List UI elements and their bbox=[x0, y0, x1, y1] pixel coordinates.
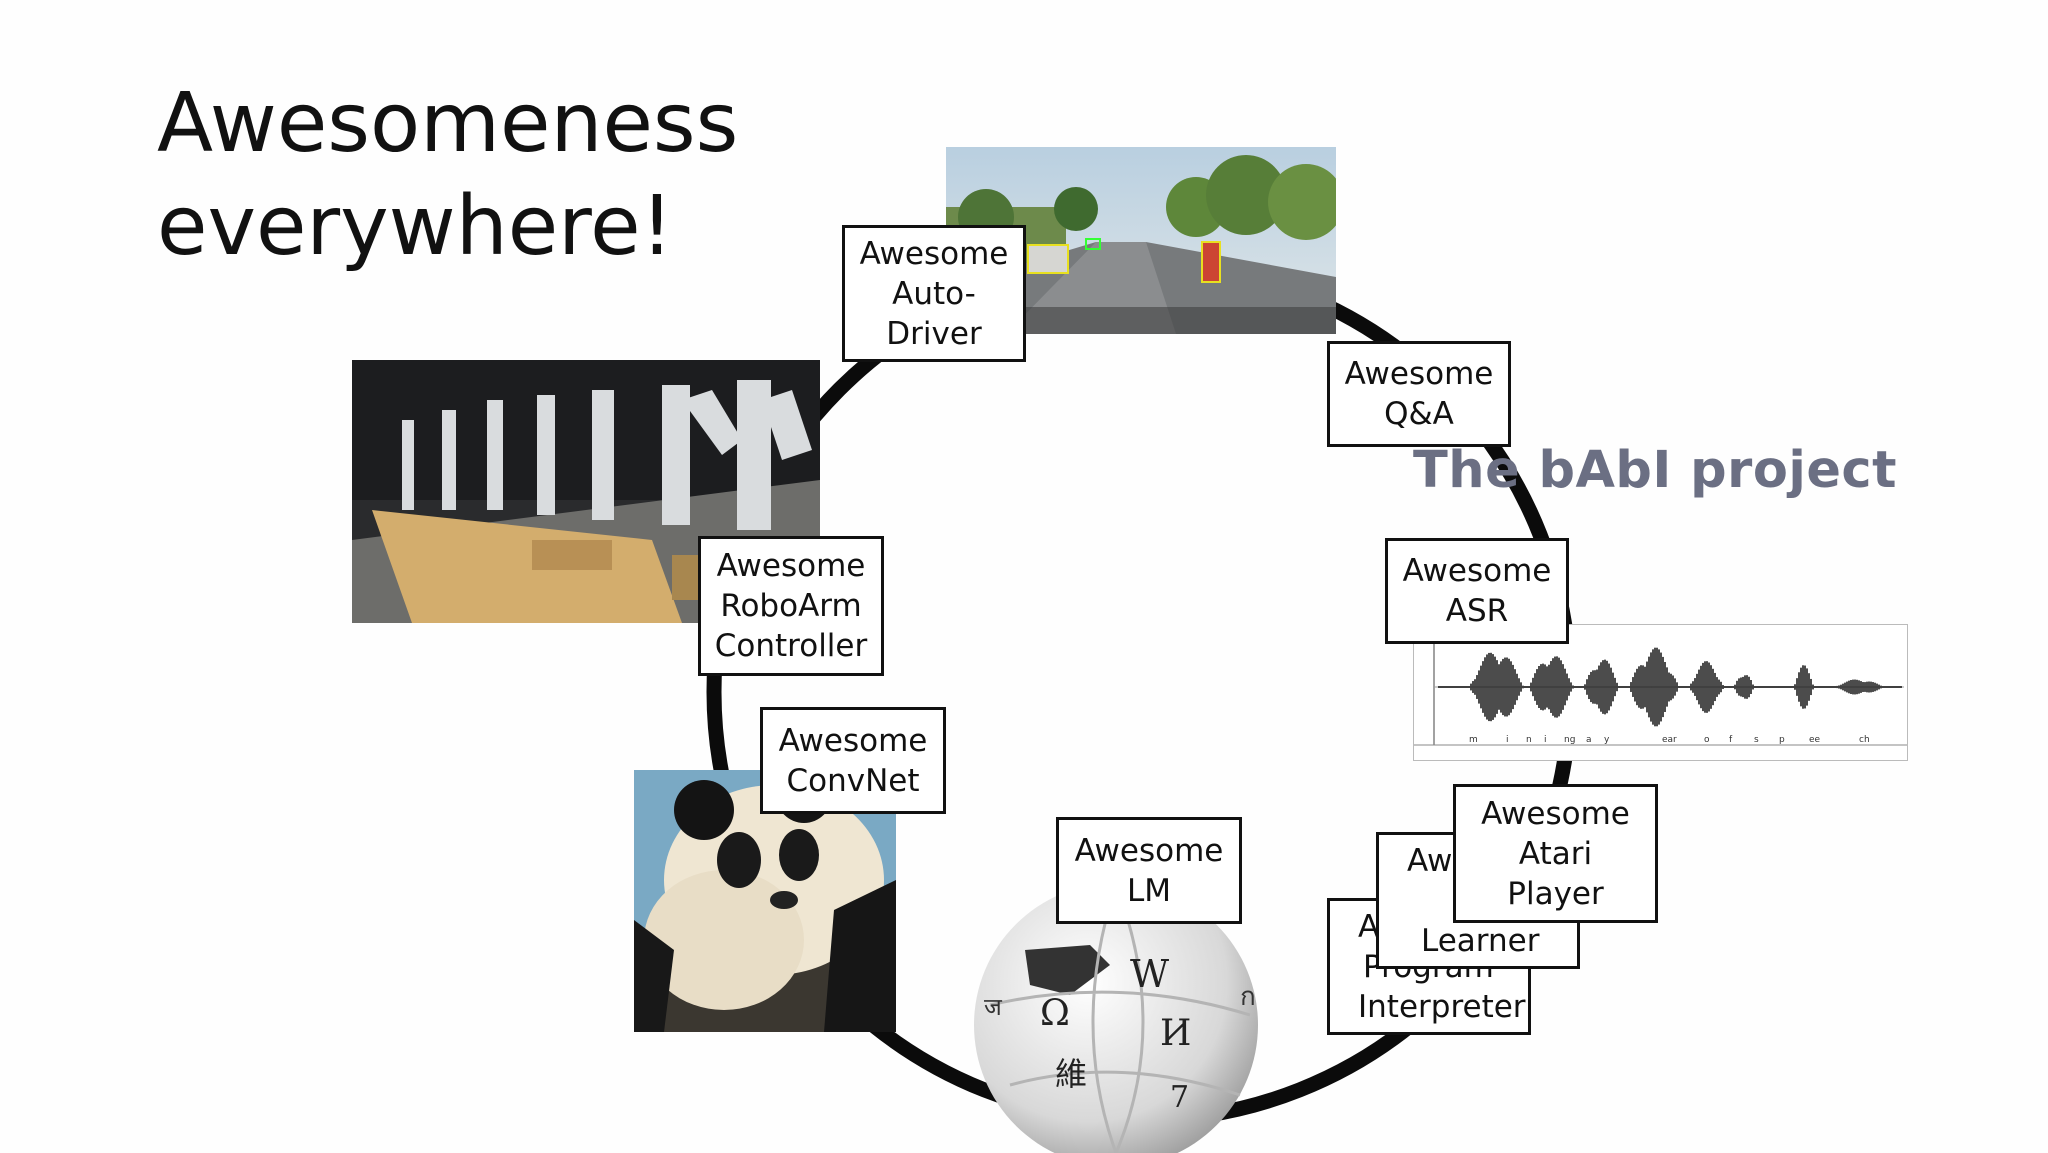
wiki-glyph-i: И bbox=[1160, 1013, 1191, 1054]
label-line: Awesome bbox=[779, 721, 928, 761]
label-line: Atari bbox=[1519, 834, 1592, 874]
label-line: Awesome bbox=[1403, 551, 1552, 591]
label-line: Interpreter bbox=[1358, 987, 1526, 1027]
label-line: Driver bbox=[886, 314, 981, 354]
wiki-glyph-seven: 7 bbox=[1170, 1080, 1189, 1115]
label-line: Player bbox=[1507, 874, 1603, 914]
label-line: LM bbox=[1127, 871, 1171, 911]
label-line: ASR bbox=[1446, 591, 1508, 631]
phoneme-label: ng bbox=[1564, 735, 1575, 745]
wiki-glyph-wei: 維 bbox=[1055, 1055, 1087, 1093]
wiki-glyph-w: W bbox=[1130, 952, 1169, 996]
label-line: Awesome bbox=[1345, 354, 1494, 394]
phoneme-label: p bbox=[1779, 735, 1785, 745]
speech-waveform-image: m i n i ng a y ear o f s p ee ch bbox=[1413, 624, 1908, 761]
label-line: RoboArm bbox=[720, 586, 861, 626]
label-line: Awesome bbox=[717, 546, 866, 586]
phoneme-label: m bbox=[1469, 735, 1478, 745]
phoneme-label: y bbox=[1604, 735, 1610, 745]
label-line: Awesome bbox=[1075, 831, 1224, 871]
label-line: ConvNet bbox=[786, 761, 919, 801]
label-line: Auto- bbox=[892, 274, 976, 314]
label-line: Awesome bbox=[1481, 794, 1630, 834]
phoneme-label: s bbox=[1754, 735, 1759, 745]
phoneme-label: ch bbox=[1859, 735, 1870, 745]
babi-project-logo: The bAbI project bbox=[1413, 441, 1897, 500]
label-line: Q&A bbox=[1384, 394, 1454, 434]
phoneme-label: i bbox=[1506, 735, 1509, 745]
phoneme-label: ee bbox=[1809, 735, 1821, 745]
phoneme-label: f bbox=[1729, 735, 1733, 745]
awesome-asr-label: Awesome ASR bbox=[1385, 538, 1569, 644]
awesome-roboarm-controller-label: Awesome RoboArm Controller bbox=[698, 536, 884, 676]
wikipedia-globe-image: W Ω И 維 ω ก ज 7 bbox=[970, 885, 1260, 1153]
phoneme-label: a bbox=[1586, 735, 1592, 745]
wiki-glyph-omega: Ω bbox=[1040, 993, 1070, 1034]
phoneme-label: i bbox=[1544, 735, 1547, 745]
label-line: Learner bbox=[1421, 921, 1539, 961]
wiki-glyph-ja: ज bbox=[984, 993, 1003, 1021]
awesome-convnet-label: Awesome ConvNet bbox=[760, 707, 946, 814]
awesome-lm-label: Awesome LM bbox=[1056, 817, 1242, 924]
label-line: Awesome bbox=[860, 234, 1009, 274]
label-line: Controller bbox=[715, 626, 868, 666]
phoneme-label: o bbox=[1704, 735, 1710, 745]
phoneme-label: n bbox=[1526, 735, 1532, 745]
awesome-qa-label: Awesome Q&A bbox=[1327, 341, 1511, 447]
awesome-atari-player-label: Awesome Atari Player bbox=[1453, 784, 1658, 923]
wiki-glyph-thai: ก bbox=[1240, 982, 1256, 1012]
awesome-auto-driver-label: Awesome Auto- Driver bbox=[842, 225, 1026, 362]
phoneme-label: ear bbox=[1662, 735, 1677, 745]
